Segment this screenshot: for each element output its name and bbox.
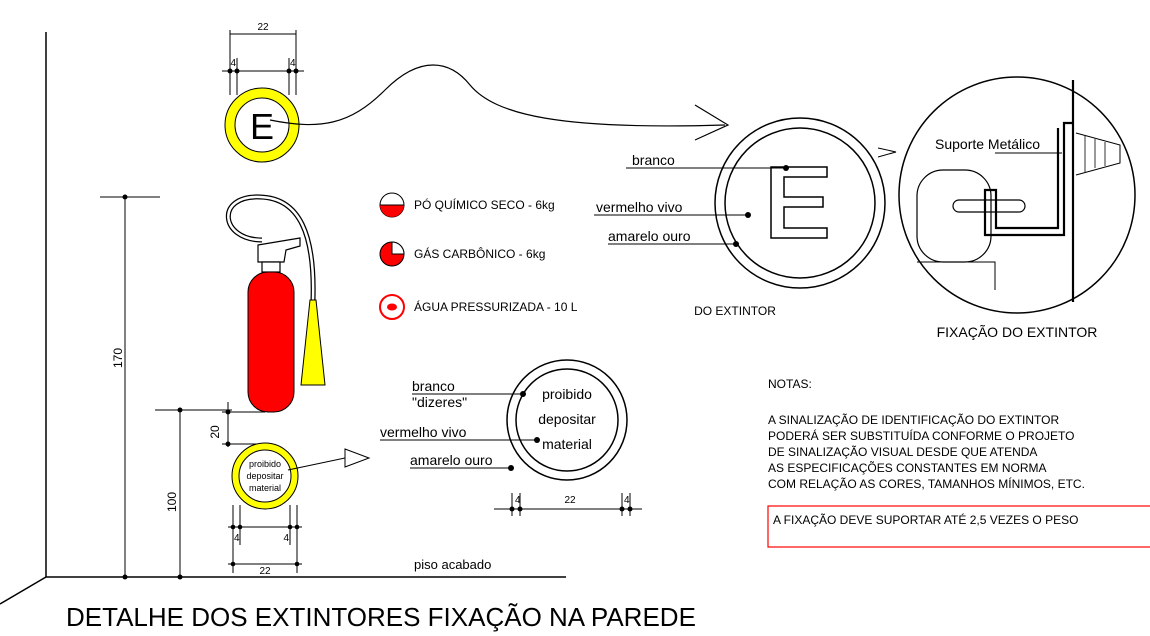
detail-dim-margin-right: 4 bbox=[624, 495, 630, 506]
mount-support-label: Suporte Metálico bbox=[935, 136, 1040, 152]
notes-line-2: PODERÁ SER SUBSTITUÍDA CONFORME O PROJET… bbox=[768, 428, 1075, 443]
big-forbid-line-1: proibido bbox=[542, 386, 592, 402]
height-dim-170: 170 bbox=[111, 348, 125, 368]
detail-label-white: branco bbox=[632, 152, 675, 168]
top-dim-margin-right: 4 bbox=[290, 58, 296, 69]
notes-line-1: A SINALIZAÇÃO DE IDENTIFICAÇÃO DO EXTINT… bbox=[768, 413, 1059, 427]
height-dimensions bbox=[100, 196, 232, 577]
detail-sign bbox=[714, 117, 886, 289]
forbid-label-red: vermelho vivo bbox=[380, 424, 467, 440]
bottom-dim-width: 22 bbox=[259, 566, 271, 577]
bottom-dim-margin-left: 4 bbox=[234, 533, 240, 544]
floor-perspective-line bbox=[0, 576, 47, 605]
top-dim-width: 22 bbox=[257, 22, 269, 33]
big-forbid-leaders bbox=[380, 393, 537, 469]
mount-detail bbox=[877, 76, 1136, 314]
small-forbid-sign bbox=[231, 442, 299, 510]
height-dim-100: 100 bbox=[165, 492, 179, 512]
mount-bracket bbox=[983, 121, 1073, 237]
notes-line-3: DE SINALIZAÇÃO VISUAL DESDE QUE ATENDA bbox=[768, 445, 1037, 459]
detail-dim-margin-left: 4 bbox=[515, 495, 521, 506]
forbid-label-white: branco bbox=[412, 378, 455, 394]
legend-label-po-quimico: PÓ QUÍMICO SECO - 6kg bbox=[414, 197, 555, 212]
small-forbid-line-2: depositar bbox=[246, 471, 283, 481]
top-dim-ticks bbox=[227, 68, 299, 74]
legend-label-gas-carbonico: GÁS CARBÔNICO - 6kg bbox=[414, 246, 545, 261]
top-sign-arrow bbox=[269, 64, 730, 141]
big-forbid-line-3: material bbox=[542, 436, 592, 452]
big-forbid-sign bbox=[506, 359, 628, 481]
small-forbid-line-1: proibido bbox=[249, 459, 281, 469]
mount-screw bbox=[1075, 132, 1121, 176]
extinguisher-nozzle bbox=[300, 299, 326, 386]
wall-and-floor bbox=[0, 32, 566, 605]
notes-heading: NOTAS: bbox=[768, 377, 812, 391]
notes-warning: A FIXAÇÃO DEVE SUPORTAR ATÉ 2,5 VEZES O … bbox=[773, 512, 1078, 527]
big-forbid-line-2: depositar bbox=[538, 411, 596, 427]
top-dim-margin-left: 4 bbox=[230, 58, 236, 69]
mount-caption: FIXAÇÃO DO EXTINTOR bbox=[937, 324, 1098, 340]
detail-sign-caption: DO EXTINTOR bbox=[694, 304, 776, 318]
legend-label-agua: ÁGUA PRESSURIZADA - 10 L bbox=[414, 299, 578, 314]
half-filled-circle-icon bbox=[379, 192, 405, 218]
forbid-sign-arrow bbox=[287, 448, 371, 471]
mount-handle bbox=[952, 199, 1026, 213]
detail-sign-leaders bbox=[594, 167, 786, 245]
top-sign: E bbox=[224, 87, 300, 163]
top-sign-letter: E bbox=[250, 106, 274, 147]
quarter-circle-icon bbox=[379, 241, 405, 267]
forbid-label-sayings: "dizeres" bbox=[412, 394, 467, 410]
detail-label-yellow: amarelo ouro bbox=[608, 228, 691, 244]
notes-line-5: COM RELAÇÃO AS CORES, TAMANHOS MÍNIMOS, … bbox=[768, 476, 1085, 491]
gap-dim-20: 20 bbox=[208, 425, 222, 439]
detail-sign-letter-e bbox=[770, 166, 828, 239]
detail-label-red: vermelho vivo bbox=[596, 199, 683, 215]
height-dim-ticks bbox=[122, 194, 183, 580]
extinguisher bbox=[225, 194, 326, 413]
top-sign-inner bbox=[234, 97, 290, 153]
notes-line-4: AS ESPECIFICAÇÕES CONSTANTES EM NORMA bbox=[768, 460, 1046, 475]
notes-warning-box bbox=[767, 505, 1150, 548]
extinguisher-valve bbox=[257, 237, 301, 263]
detail-dim-width: 22 bbox=[564, 495, 576, 506]
extinguisher-body bbox=[247, 271, 295, 413]
floor-label: piso acabado bbox=[414, 557, 491, 572]
legend: PÓ QUÍMICO SECO - 6kg GÁS CARBÔNICO - 6k… bbox=[379, 192, 578, 320]
bottom-dim-margin-right: 4 bbox=[283, 533, 289, 544]
forbid-label-yellow: amarelo ouro bbox=[410, 452, 493, 468]
dot-circle-icon bbox=[379, 294, 405, 320]
mount-extinguisher-body bbox=[916, 169, 992, 263]
page-title: DETALHE DOS EXTINTORES FIXAÇÃO NA PAREDE bbox=[66, 602, 696, 632]
small-forbid-line-3: material bbox=[249, 483, 281, 493]
